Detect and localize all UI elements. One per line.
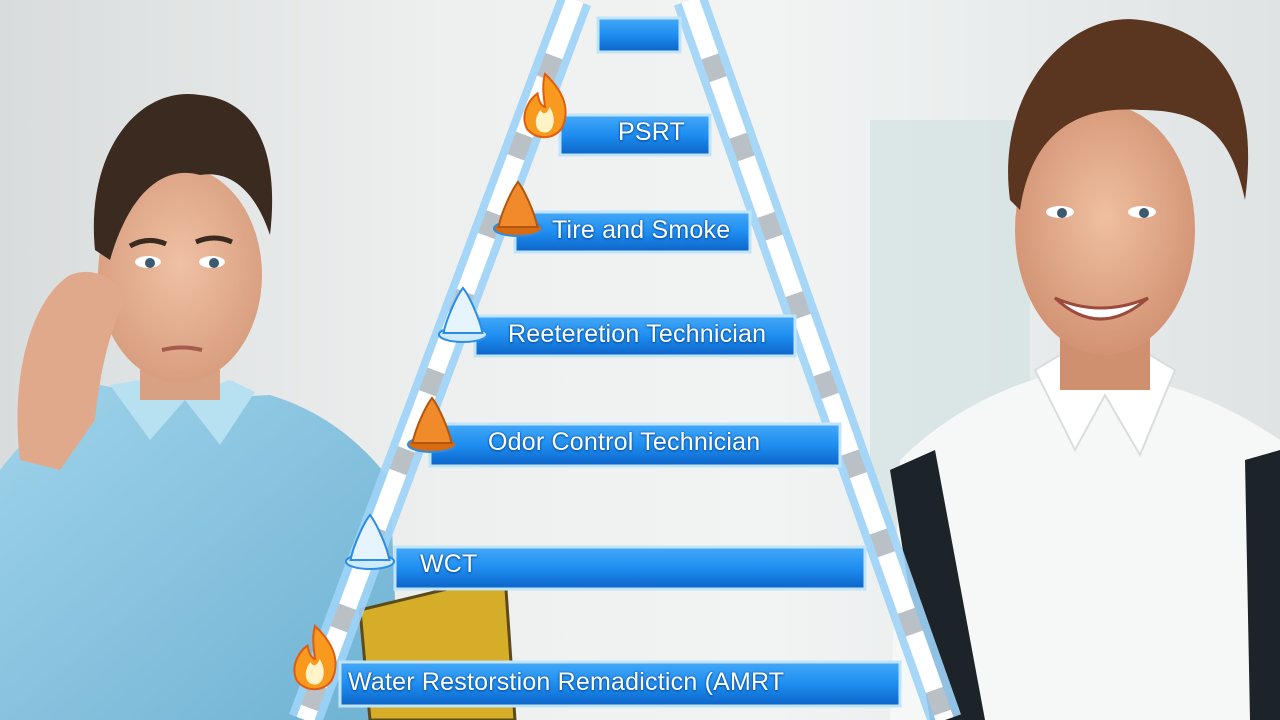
flame-icon (523, 72, 567, 139)
right-hair (1008, 19, 1249, 210)
left-shirt (0, 385, 400, 720)
left-brow-r (194, 235, 234, 245)
pyramid-icons (293, 72, 567, 691)
pyramid-level-label: PSRT (618, 118, 686, 146)
left-brow-l (128, 238, 168, 249)
left-face (98, 167, 262, 383)
pyramid-level-label: WCT (420, 550, 478, 578)
worried-man (0, 93, 400, 720)
flame-icon (293, 624, 337, 691)
right-mouth (1053, 296, 1149, 321)
right-face (1015, 105, 1195, 355)
pyramid-bars (338, 113, 902, 708)
cone-icon (493, 180, 543, 237)
pyramid-bar-5 (393, 545, 867, 591)
pyramid-bar-1 (558, 113, 712, 157)
pyramid-bar-6 (338, 660, 902, 708)
right-strap-r (1245, 450, 1280, 720)
left-pupil-l (145, 258, 155, 268)
right-shirt (890, 375, 1280, 720)
pyramid-level-label: Odor Control Technician (488, 428, 761, 456)
left-hand (17, 271, 125, 470)
cone-icon (438, 286, 488, 343)
cone-icon (407, 396, 457, 453)
cone-icon (345, 513, 395, 570)
smiling-technician (890, 19, 1280, 720)
right-strap-l (890, 450, 985, 720)
pyramid-level-label: Water Restorstion Remadicticn (AMRT (348, 668, 785, 696)
left-pupil-r (209, 258, 219, 268)
left-mouth (161, 345, 203, 352)
right-pupil-l (1057, 208, 1067, 218)
left-hair (93, 93, 273, 260)
pyramid-level-label: Tire and Smoke (552, 216, 731, 244)
pyramid-level-label: Reeteretion Technician (508, 320, 767, 348)
right-pupil-r (1139, 208, 1149, 218)
pyramid-top (596, 16, 682, 54)
